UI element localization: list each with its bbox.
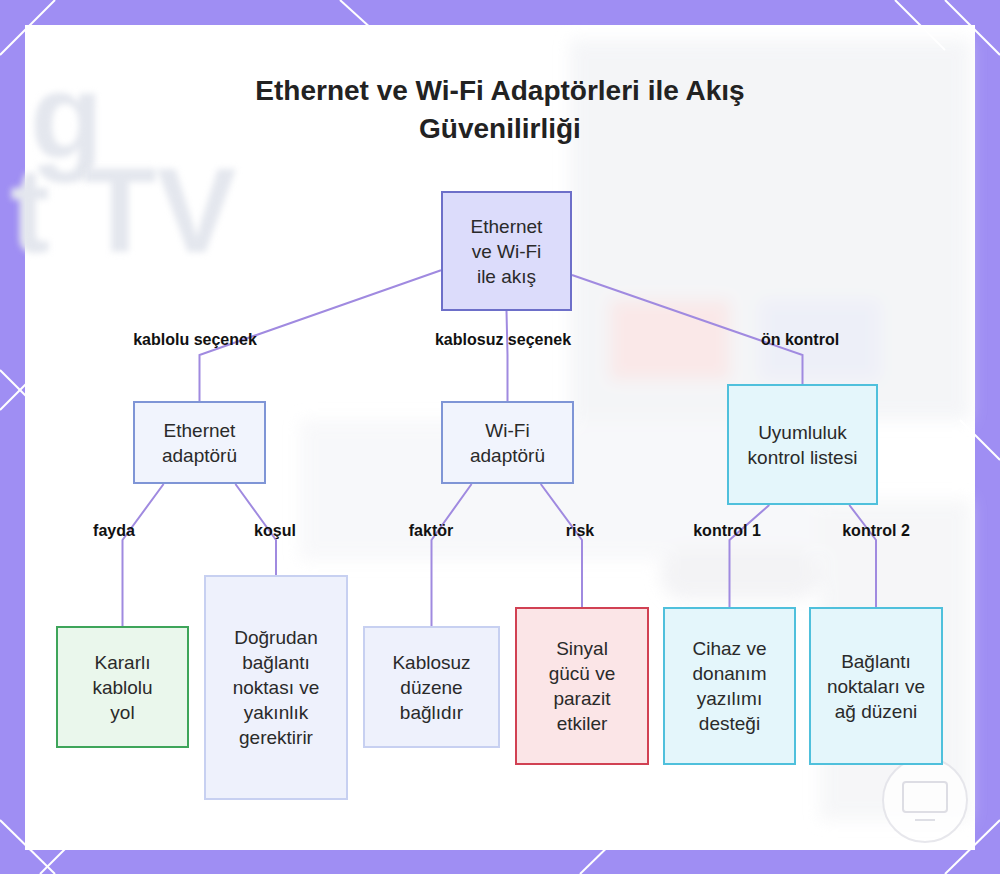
edge-label: fayda (93, 522, 135, 540)
process-box: Uyumluluk kontrol listesi (727, 384, 878, 505)
node-text-group: Ethernet adaptörü (143, 418, 256, 468)
connector-line (432, 484, 472, 626)
node-text-group: Sinyal gücü ve parazit etkiler (535, 636, 629, 736)
node-text: Cihaz ve donanım yazılımı desteği (677, 636, 782, 736)
process-box: Doğrudan bağlantı noktası ve yakınlık ge… (204, 575, 348, 800)
node-text: Bağlantı noktaları ve ağ düzeni (825, 649, 927, 724)
node-text: Ethernet ve Wi-Fi ile akış (463, 214, 550, 289)
process-box: Kararlı kablolu yol (56, 626, 189, 748)
connector (730, 505, 770, 607)
connector (572, 275, 803, 384)
inner-panel (25, 25, 975, 850)
edge-label: koşul (254, 522, 296, 540)
node-text: Ethernet adaptörü (143, 418, 256, 468)
diagram-title: Ethernet ve Wi-Fi Adaptörleri ile Akış G… (235, 72, 765, 148)
edge-label: faktör (409, 522, 453, 540)
node-text-group: Kararlı kablolu yol (78, 650, 167, 725)
edge-label: kontrol 2 (842, 522, 910, 540)
connector (123, 484, 164, 626)
edge-label: ön kontrol (761, 331, 839, 349)
corner-icon (883, 758, 967, 842)
connector (432, 484, 472, 626)
edge-label: kablolu seçenek (133, 331, 257, 349)
blurred-photo (300, 40, 970, 820)
connector-line (730, 505, 770, 607)
node-text-group: Uyumluluk kontrol listesi (743, 420, 862, 470)
node-text: Kararlı kablolu yol (78, 650, 167, 725)
edge-label: kablosuz seçenek (435, 331, 571, 349)
node-text-group: Bağlantı noktaları ve ağ düzeni (825, 649, 927, 724)
edge-label: risk (566, 522, 594, 540)
connector-line (507, 311, 508, 401)
connector (541, 484, 582, 607)
node-text-group: Kablosuz düzene bağlıdır (379, 650, 484, 725)
node-text: Sinyal gücü ve parazit etkiler (535, 636, 629, 736)
connector-line (849, 505, 876, 607)
process-box: Cihaz ve donanım yazılımı desteği (663, 607, 796, 765)
process-box: Bağlantı noktaları ve ağ düzeni (809, 607, 943, 765)
process-box: Kablosuz düzene bağlıdır (363, 626, 500, 748)
connector (507, 311, 508, 401)
connector-line (572, 275, 803, 384)
connector-line (541, 484, 582, 607)
node-text: Wi-Fi adaptörü (451, 418, 564, 468)
node-text-group: Cihaz ve donanım yazılımı desteği (677, 636, 782, 736)
process-box: Ethernet ve Wi-Fi ile akış (441, 191, 572, 311)
watermark-text: t TV (10, 150, 237, 270)
node-text-group: Wi-Fi adaptörü (451, 418, 564, 468)
node-text-group: Ethernet ve Wi-Fi ile akış (463, 214, 550, 289)
connector-line (123, 484, 164, 626)
edge-label: kontrol 1 (693, 522, 761, 540)
process-box: Ethernet adaptörü (133, 401, 266, 484)
node-text: Doğrudan bağlantı noktası ve yakınlık ge… (216, 625, 336, 750)
process-box: Wi-Fi adaptörü (441, 401, 574, 484)
node-text: Uyumluluk kontrol listesi (743, 420, 862, 470)
connector (849, 505, 876, 607)
node-text-group: Doğrudan bağlantı noktası ve yakınlık ge… (216, 625, 336, 750)
process-box: Sinyal gücü ve parazit etkiler (515, 607, 649, 765)
node-text: Kablosuz düzene bağlıdır (379, 650, 484, 725)
